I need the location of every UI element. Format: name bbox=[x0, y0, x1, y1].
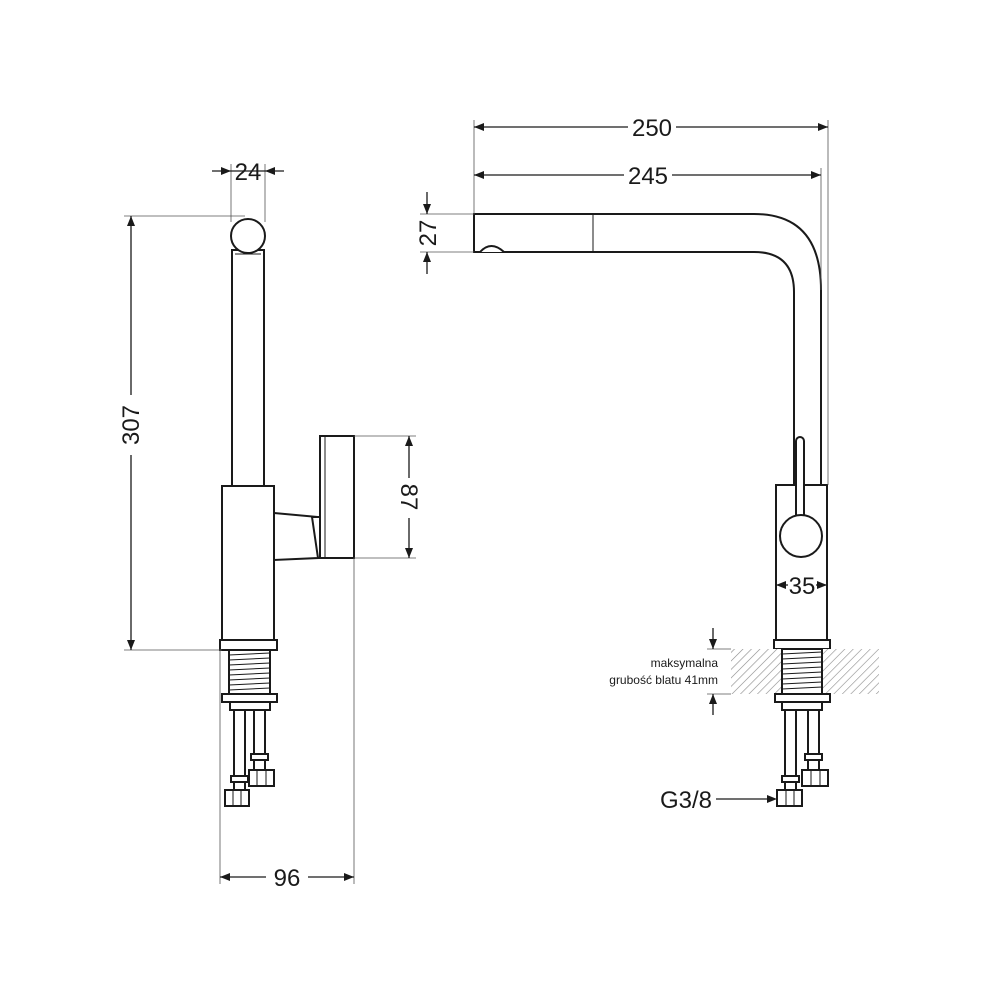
dim-reach-outer-label: 250 bbox=[632, 115, 672, 142]
front-nut bbox=[774, 693, 831, 703]
dim-handle-diameter-label: 35 bbox=[789, 573, 816, 600]
side-threaded-shank bbox=[228, 649, 271, 695]
side-body bbox=[221, 485, 275, 641]
front-threaded-shank bbox=[781, 648, 823, 695]
dim-total-height: 307 bbox=[118, 215, 245, 651]
dim-reach-outer: 250 bbox=[473, 114, 829, 485]
front-lever bbox=[795, 436, 805, 522]
dim-side-width-label: 24 bbox=[235, 159, 262, 186]
connector-callout: G3/8 bbox=[660, 787, 777, 814]
side-washer bbox=[229, 701, 271, 711]
front-hose-left-nut bbox=[776, 789, 803, 807]
front-hose-left-ring bbox=[781, 775, 800, 783]
front-spout-aerator bbox=[479, 245, 505, 253]
front-washer bbox=[781, 701, 823, 711]
dim-base-depth-label: 96 bbox=[274, 865, 301, 892]
dim-body-height-label: 87 bbox=[395, 484, 422, 511]
dim-total-height-label: 307 bbox=[118, 405, 145, 445]
counter-note-line1: maksymalna bbox=[651, 656, 719, 670]
dim-spout-height-label: 27 bbox=[415, 220, 442, 247]
side-hose-left-ring bbox=[230, 775, 249, 783]
side-lever-connector bbox=[273, 511, 319, 562]
front-handle-knob bbox=[779, 514, 823, 558]
front-hose-right-nut bbox=[801, 769, 829, 787]
side-nut bbox=[221, 693, 278, 703]
side-spout-pipe bbox=[231, 249, 265, 489]
dim-reach-inner: 245 bbox=[474, 162, 822, 290]
side-hose-right-nut bbox=[248, 769, 275, 787]
side-hose-left-nut bbox=[224, 789, 250, 807]
counter-thickness-note: maksymalna grubość blatu 41mm bbox=[609, 628, 731, 715]
counter-note-line2: grubość blatu 41mm bbox=[609, 673, 718, 687]
dim-body-height: 87 bbox=[354, 435, 422, 559]
dim-handle-diameter: 35 bbox=[776, 572, 827, 600]
side-hose-right-ring bbox=[250, 753, 269, 761]
side-lever-block bbox=[319, 435, 355, 559]
front-spout bbox=[473, 213, 822, 486]
front-base-ring bbox=[773, 639, 831, 650]
front-hose-right-ring bbox=[804, 753, 823, 761]
dim-base-depth: 96 bbox=[219, 558, 355, 892]
side-spout-head bbox=[230, 218, 266, 254]
side-base-ring bbox=[219, 639, 278, 651]
dim-spout-height: 27 bbox=[415, 192, 474, 274]
front-view bbox=[473, 213, 879, 807]
dim-reach-inner-label: 245 bbox=[628, 163, 668, 190]
side-view bbox=[219, 218, 355, 807]
dim-side-width: 24 bbox=[212, 159, 284, 222]
connector-label: G3/8 bbox=[660, 787, 712, 814]
